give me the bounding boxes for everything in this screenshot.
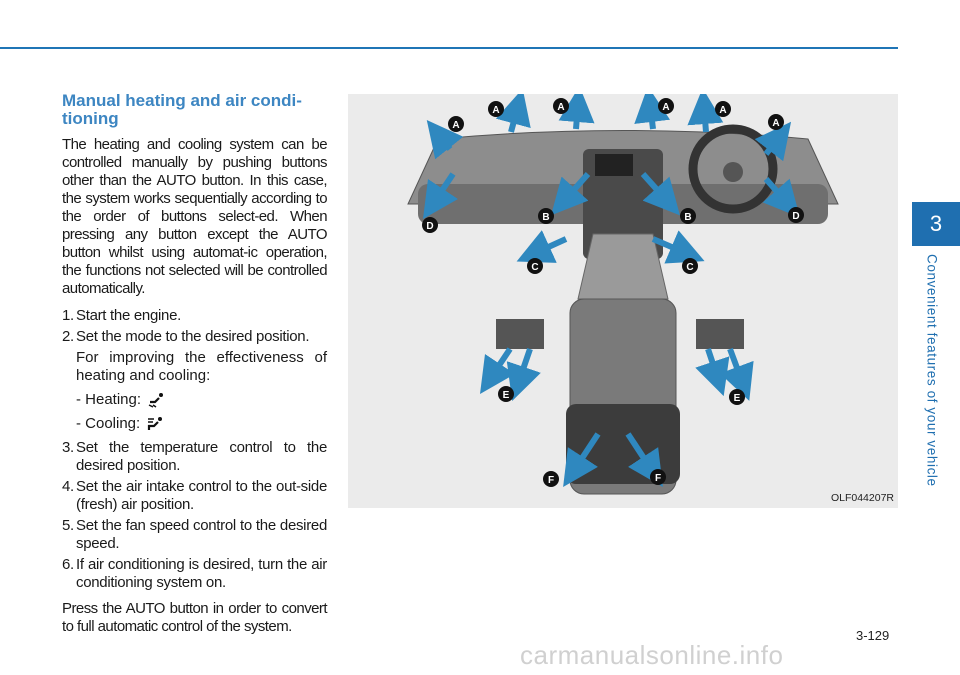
header-rule [0,47,898,49]
vent-label-d2: D [792,211,799,222]
step-4: 4. Set the air intake control to the out… [62,478,327,513]
vent-label-c2: C [686,262,693,273]
step-2: 2. Set the mode to the desired position. [62,328,310,345]
chapter-number: 3 [929,211,943,236]
vent-label-e1: E [503,390,510,401]
vent-label-a5: A [452,120,459,131]
figure-code: OLF044207R [830,492,894,504]
step-1: 1. Start the engine. [62,307,181,324]
floor-mode-icon [148,393,164,408]
center-display [595,154,633,176]
final-paragraph: Press the AUTO button in order to conver… [62,600,328,635]
heading-line-1: Manual heating and air condi- [62,91,302,110]
vent-label-a6: A [772,118,779,129]
step-6: 6. If air conditioning is desired, turn … [62,556,327,591]
vent-labels: A A A A A A B B C C D D E E F F [422,98,804,487]
chapter-title: Convenient features of your vehicle [924,254,940,487]
vent-label-d1: D [426,221,433,232]
vent-label-f2: F [655,473,661,484]
airflow-arrows [423,94,800,488]
vent-label-c1: C [531,262,538,273]
vent-diagram-illustration: A A A A A A B B C C D D E E F F [407,94,839,495]
heating-mode: - Heating: [62,391,327,409]
center-console [577,233,669,300]
face-mode-icon [148,417,163,430]
page-number: 3-129 [856,628,890,643]
step-2-note: For improving the effectiveness of heati… [76,349,327,384]
vent-label-a1: A [492,105,499,116]
vent-label-a2: A [557,102,564,113]
step-5: 5. Set the fan speed control to the desi… [62,517,327,552]
vent-diagram: A A A A A A B B C C D D E E F F OLF04420… [348,94,898,508]
chapter-number-tab: 3 [912,202,960,246]
vent-label-b1: B [542,212,549,223]
step-3: 3. Set the temperature control to the de… [62,439,327,474]
watermark: carmanualsonline.info [520,640,784,670]
vent-label-b2: B [684,212,691,223]
left-rear-duct [496,319,544,349]
intro-paragraph: The heating and cooling system can be co… [62,136,328,297]
section-heading: Manual heating and air condi- tioning [62,92,327,128]
vent-label-f1: F [548,475,554,486]
right-rear-duct [696,319,744,349]
vent-label-a3: A [662,102,669,113]
cooling-mode: - Cooling: [62,415,327,433]
steering-wheel [688,124,778,214]
vent-label-e2: E [734,393,741,404]
vent-label-a4: A [719,105,726,116]
text-column: Manual heating and air condi- tioning Th… [62,92,328,645]
heading-line-2: tioning [62,109,119,128]
